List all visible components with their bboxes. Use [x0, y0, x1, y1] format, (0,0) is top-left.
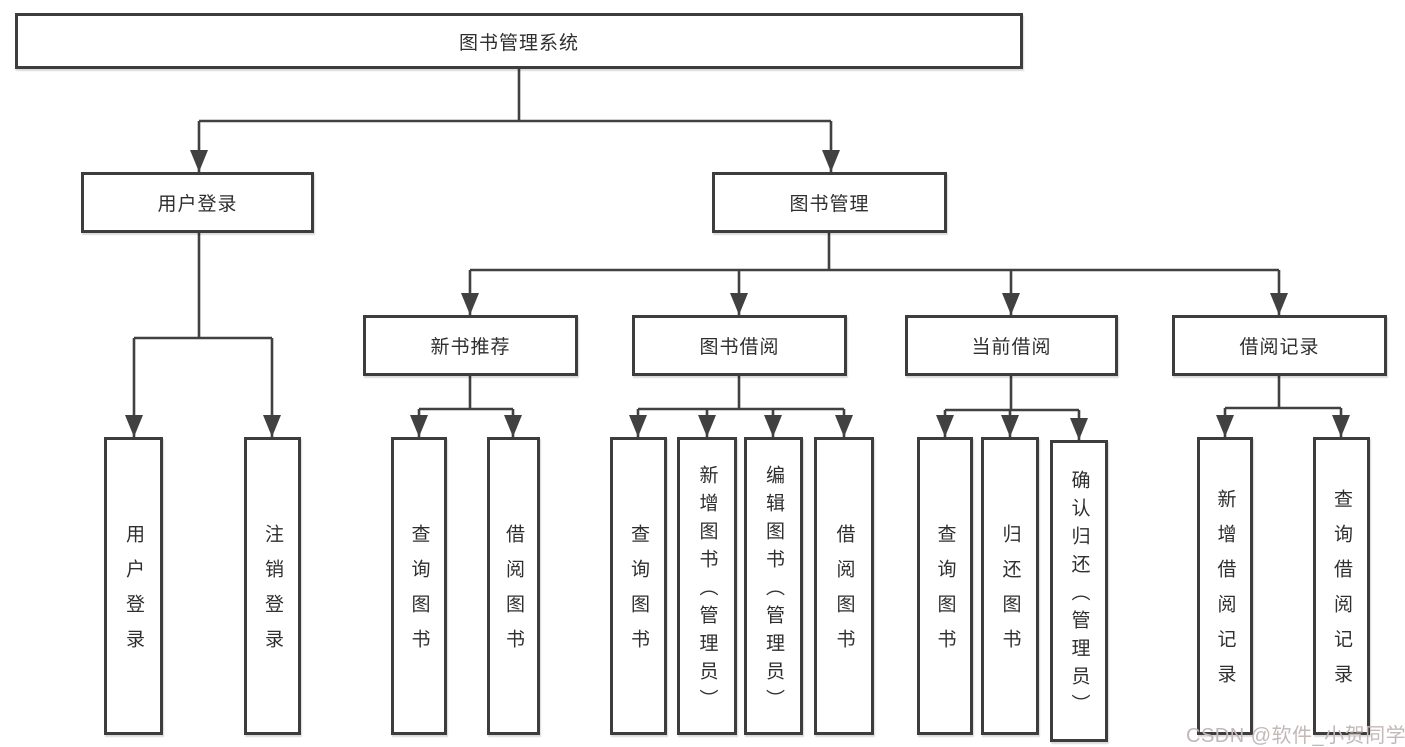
- node-label: 用户登录: [123, 524, 144, 664]
- leaf-bb-add-book-admin: 新增图书（管理员）: [677, 437, 737, 735]
- leaf-logout: 注销登录: [244, 437, 301, 735]
- node-label: 查询图书: [934, 524, 956, 664]
- node-label: 图书管理系统: [458, 32, 579, 54]
- node-label: 借阅记录: [1239, 337, 1320, 358]
- leaf-br-add-record: 新增借阅记录: [1197, 437, 1253, 735]
- node-user-login: 用户登录: [81, 172, 314, 233]
- connector-root-to-level2: [199, 69, 831, 123]
- node-label: 新增借阅记录: [1214, 489, 1236, 699]
- connector-userlogin-to-leaves: [134, 233, 272, 340]
- leaf-cb-return-book: 归还图书: [981, 437, 1039, 735]
- node-label: 查询借阅记录: [1331, 489, 1352, 699]
- leaf-br-query-record: 查询借阅记录: [1313, 437, 1370, 735]
- leaf-bb-borrow-book: 借阅图书: [814, 437, 874, 735]
- connector-newbook-to-leaves: [419, 376, 513, 411]
- node-borrow-records: 借阅记录: [1172, 315, 1387, 376]
- node-label: 借阅图书: [833, 524, 855, 664]
- connector-records-to-leaves: [1225, 376, 1341, 410]
- node-label: 新增图书（管理员）: [696, 464, 718, 717]
- connector-bookmgmt-to-level3: [470, 233, 1279, 272]
- node-label: 图书管理: [789, 194, 870, 215]
- connector-currentborrow-to-leaves: [945, 376, 1079, 412]
- node-label: 借阅图书: [503, 524, 524, 664]
- watermark: CSDN @软件_小贺同学: [1186, 725, 1405, 747]
- node-label: 确认归还（管理员）: [1068, 469, 1090, 722]
- node-label: 图书借阅: [699, 337, 780, 358]
- node-new-book-recommend: 新书推荐: [363, 315, 578, 376]
- node-label: 当前借阅: [971, 337, 1052, 358]
- node-label: 注销登录: [262, 524, 283, 664]
- leaf-bb-query-book: 查询图书: [610, 437, 667, 735]
- node-current-borrowing: 当前借阅: [905, 315, 1118, 376]
- node-label: 查询图书: [408, 524, 430, 664]
- leaf-rec-query-book: 查询图书: [391, 437, 447, 735]
- node-label: 新书推荐: [430, 337, 511, 358]
- node-library-management-system: 图书管理系统: [15, 13, 1023, 69]
- node-book-management: 图书管理: [712, 172, 947, 233]
- leaf-cb-confirm-return-admin: 确认归还（管理员）: [1050, 440, 1108, 742]
- node-label: 编辑图书（管理员）: [763, 464, 784, 717]
- connector-bookborrow-to-leaves: [638, 376, 844, 411]
- leaf-rec-borrow-book: 借阅图书: [487, 437, 540, 735]
- leaf-bb-edit-book-admin: 编辑图书（管理员）: [744, 437, 803, 735]
- node-label: 用户登录: [157, 194, 238, 215]
- leaf-user-login: 用户登录: [104, 437, 163, 735]
- node-book-borrowing: 图书借阅: [632, 315, 847, 376]
- node-label: 归还图书: [999, 524, 1021, 664]
- leaf-cb-query-book: 查询图书: [917, 437, 973, 735]
- node-label: 查询图书: [628, 524, 649, 664]
